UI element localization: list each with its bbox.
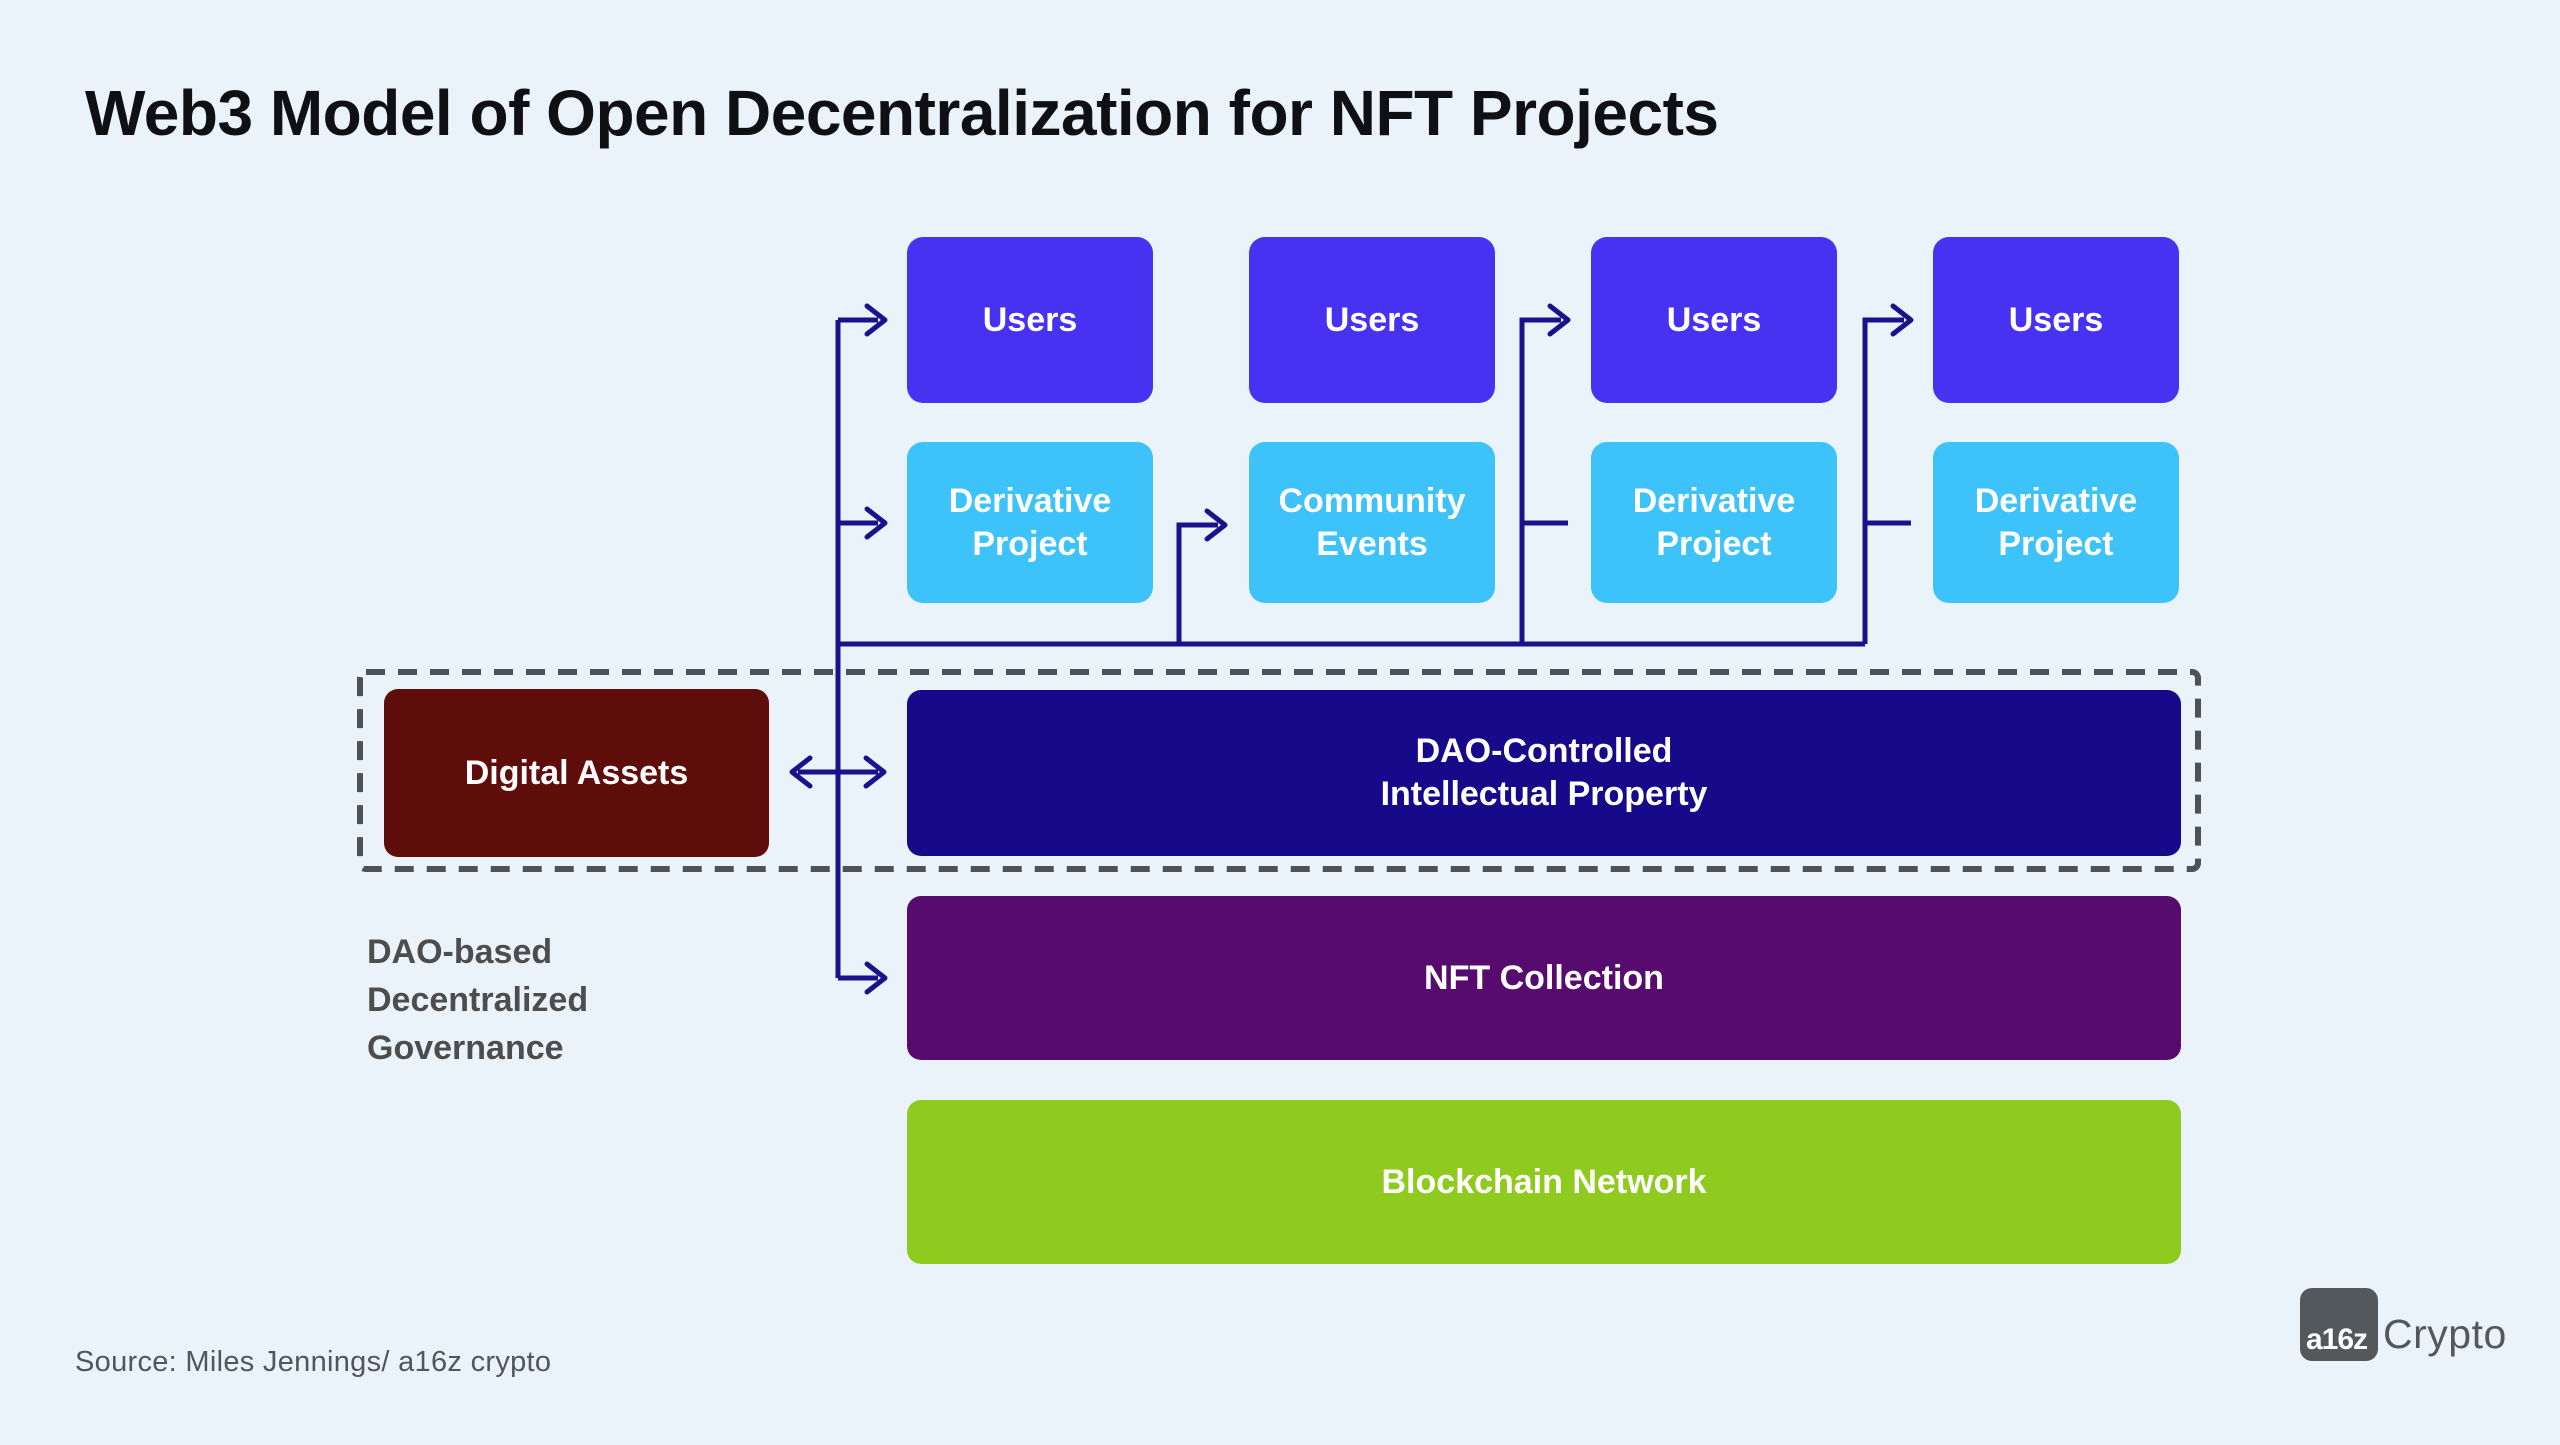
source-attribution: Source: Miles Jennings/ a16z crypto: [75, 1346, 552, 1378]
derivative-project-box-2: Derivative Project: [1591, 442, 1837, 603]
page-title: Web3 Model of Open Decentralization for …: [85, 77, 1719, 149]
arrowhead-users-4: [1890, 303, 1914, 337]
derivative-project-label-1: Derivative Project: [948, 481, 1112, 563]
connector-users-4: [1862, 317, 1904, 644]
dashed-governance-border: [357, 669, 2201, 872]
blockchain-network-box: Blockchain Network: [907, 1100, 2181, 1264]
arrowhead-users-3: [1547, 303, 1571, 337]
arrowhead-digital-assets: [789, 755, 813, 789]
a16z-logo-badge: a16z: [2300, 1288, 2378, 1361]
blockchain-network-label: Blockchain Network: [1381, 1162, 1707, 1201]
users-label-1: Users: [982, 300, 1078, 339]
arrowhead-derivative-1: [864, 506, 888, 540]
users-box-1: Users: [907, 237, 1153, 403]
derivative-project-box-3: Derivative Project: [1933, 442, 2179, 603]
nft-collection-box: NFT Collection: [907, 896, 2181, 1060]
connector-community-events: [1176, 522, 1218, 644]
connector-users-3: [1519, 317, 1561, 644]
community-events-label: Community Events: [1278, 481, 1466, 563]
users-box-2: Users: [1249, 237, 1495, 403]
users-box-3: Users: [1591, 237, 1837, 403]
digital-assets-label: Digital Assets: [464, 753, 689, 792]
derivative-project-label-3: Derivative Project: [1974, 481, 2138, 563]
arrowhead-dao-ip: [863, 755, 887, 789]
users-label-2: Users: [1324, 300, 1420, 339]
users-label-4: Users: [2008, 300, 2104, 339]
arrowhead-users-1: [864, 303, 888, 337]
a16z-crypto-logo: a16z Crypto: [2300, 1288, 2507, 1361]
dao-controlled-ip-label: DAO-Controlled Intellectual Property: [1380, 732, 1708, 813]
dao-governance-caption: DAO-based Decentralized Governance: [367, 933, 589, 1067]
arrowhead-community-events: [1204, 508, 1228, 542]
nft-collection-label: NFT Collection: [1424, 958, 1664, 997]
users-box-4: Users: [1933, 237, 2179, 403]
dao-controlled-ip-box: DAO-Controlled Intellectual Property: [907, 690, 2181, 856]
digital-assets-box: Digital Assets: [384, 689, 769, 857]
community-events-box: Community Events: [1249, 442, 1495, 603]
crypto-wordmark: Crypto: [2383, 1311, 2507, 1357]
a16z-logo-text: a16z: [2306, 1323, 2368, 1356]
arrowhead-nft: [864, 961, 888, 995]
derivative-project-box-1: Derivative Project: [907, 442, 1153, 603]
users-label-3: Users: [1666, 300, 1762, 339]
derivative-project-label-2: Derivative Project: [1632, 481, 1796, 563]
